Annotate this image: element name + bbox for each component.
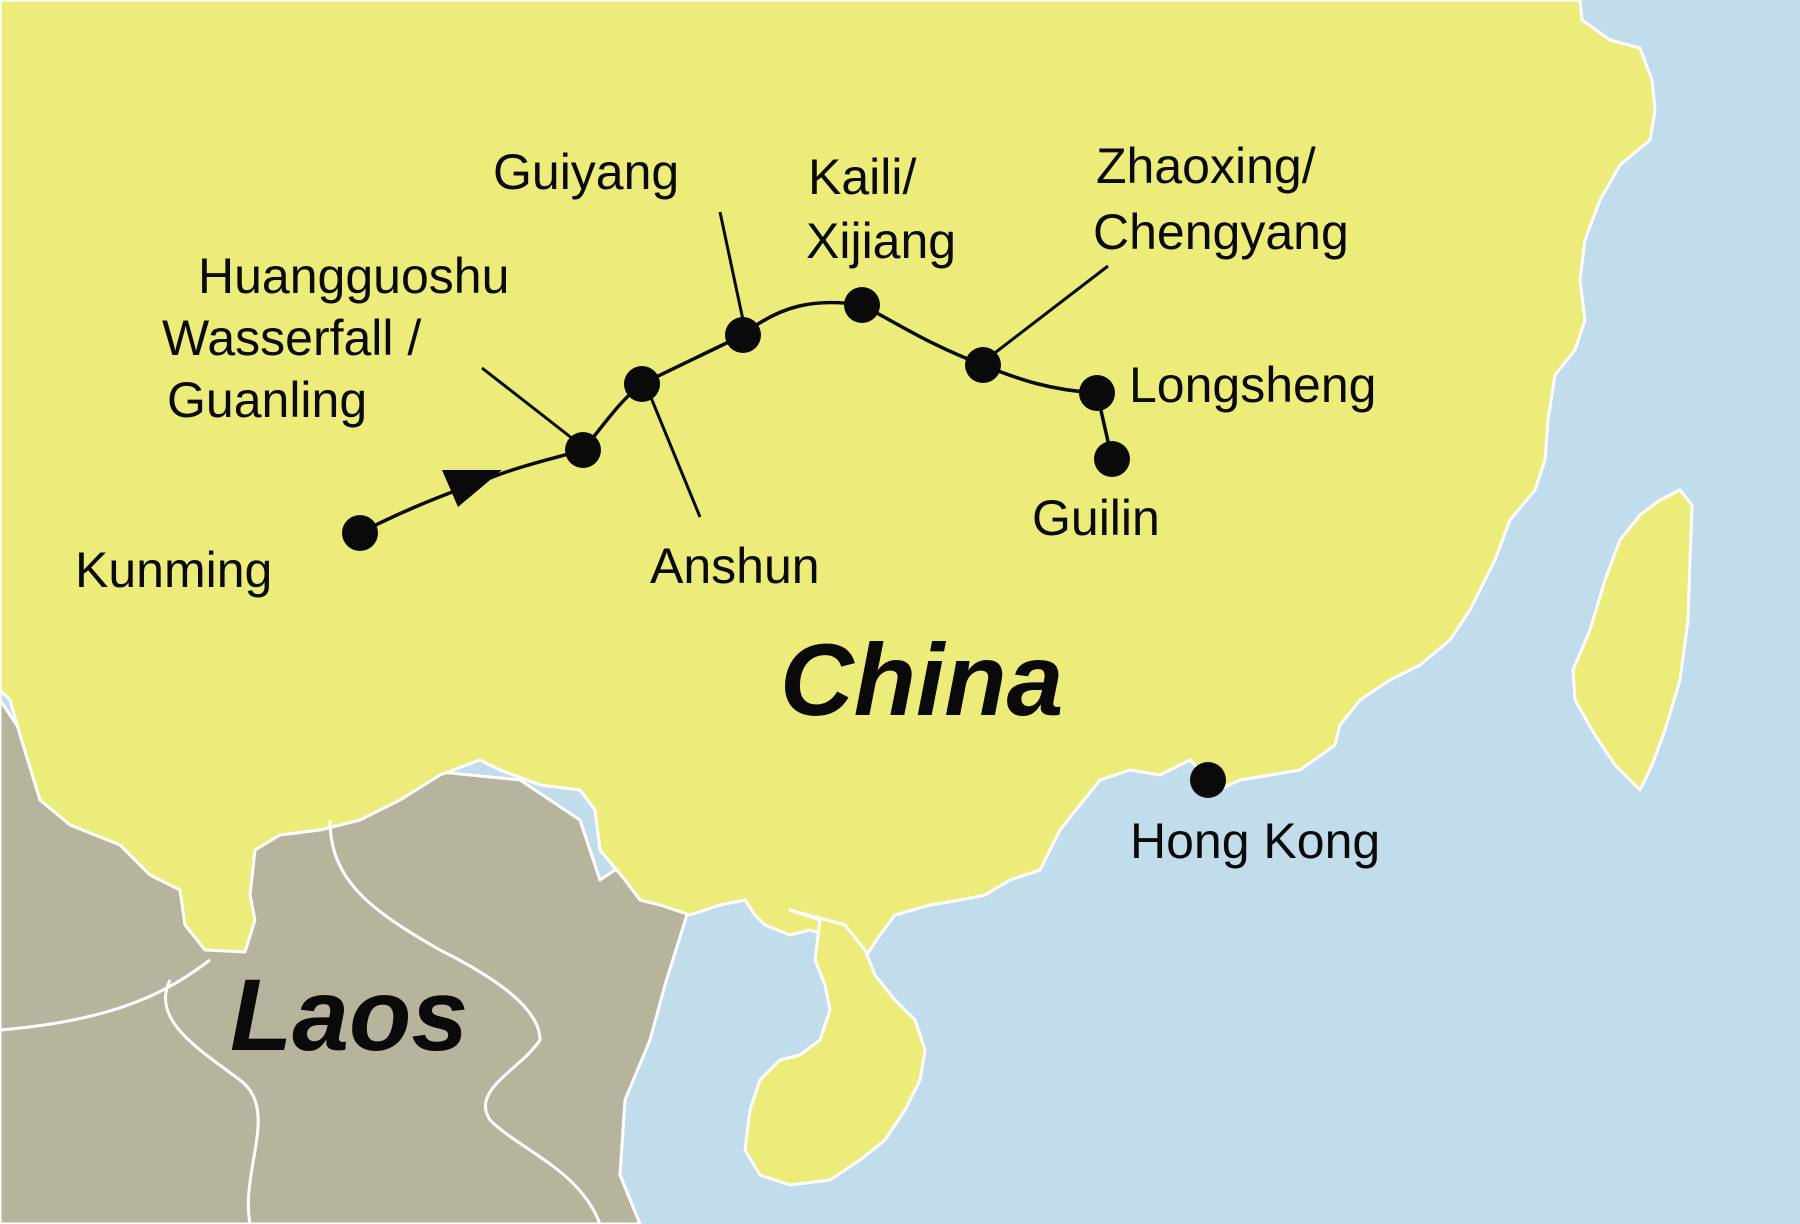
arrow-head-icon — [442, 470, 502, 507]
leader-line-zhaoxing — [982, 264, 1109, 364]
city-dot-longsheng — [1079, 375, 1115, 411]
china-peninsula — [743, 908, 927, 1187]
border-line — [0, 958, 211, 1032]
leader-line-guiyang — [718, 211, 745, 321]
island — [1571, 488, 1694, 792]
label-huangguoshu-line3: Guanling — [167, 372, 367, 428]
city-dot-anshun — [624, 366, 660, 402]
city-dot-guiyang — [725, 317, 761, 353]
city-dot-guilin — [1094, 441, 1130, 477]
city-dot-huangguoshu — [565, 432, 601, 468]
city-dot-kunming — [342, 515, 378, 551]
label-country-laos: Laos — [230, 958, 468, 1072]
city-dot-zhaoxing — [965, 347, 1001, 383]
label-guilin: Guilin — [1032, 490, 1160, 546]
label-anshun: Anshun — [650, 538, 820, 594]
label-huangguoshu-line2: Wasserfall / — [162, 310, 421, 366]
label-huangguoshu-line1: Huangguoshu — [198, 248, 509, 304]
border-line — [163, 979, 260, 1224]
label-zhaoxing-line2: Chengyang — [1093, 204, 1349, 260]
label-country-china: China — [780, 623, 1063, 737]
label-zhaoxing-line1: Zhaoxing/ — [1096, 138, 1316, 194]
china-land — [0, 0, 1657, 967]
label-kaili-line1: Kaili/ — [808, 149, 916, 205]
label-guiyang: Guiyang — [493, 144, 679, 200]
leader-line-anshun — [643, 382, 702, 518]
leader-line-huangguoshu — [481, 366, 583, 448]
border-line — [328, 819, 602, 1224]
city-dot-hongkong — [1190, 762, 1226, 798]
label-kunming: Kunming — [75, 542, 272, 598]
label-longsheng: Longsheng — [1129, 357, 1376, 413]
label-kaili-line2: Xijiang — [806, 213, 956, 269]
label-hongkong: Hong Kong — [1130, 813, 1380, 869]
city-dot-kaili — [844, 287, 880, 323]
